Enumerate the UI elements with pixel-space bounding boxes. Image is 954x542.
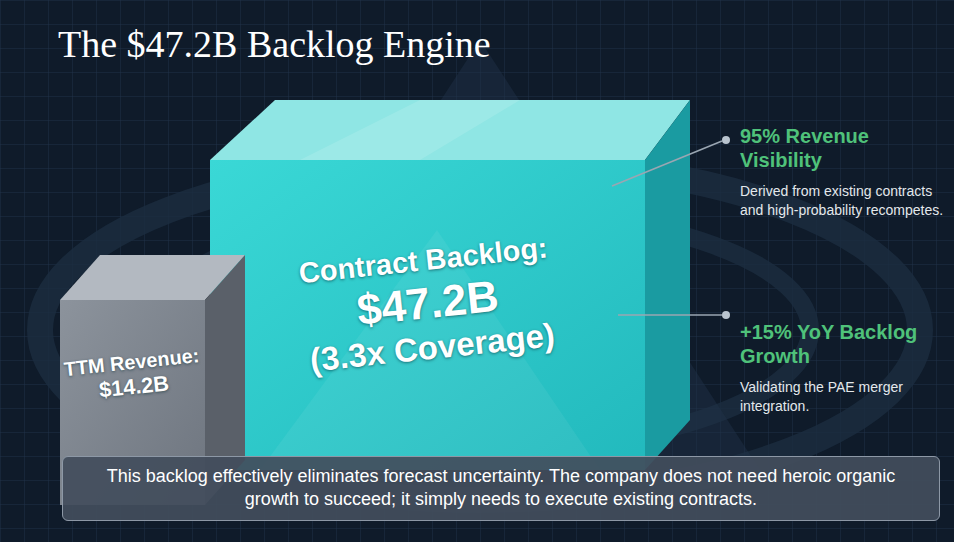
caption-text: This backlog effectively eliminates fore… xyxy=(83,465,919,512)
callout-body: Derived from existing contracts and high… xyxy=(740,182,946,220)
backlog-box: Contract Backlog:$47.2B(3.3x Coverage) xyxy=(210,160,645,450)
callout-group: +15% YoY Backlog GrowthValidating the PA… xyxy=(740,320,946,416)
node-label-group: TTM Revenue:$14.2B xyxy=(62,344,202,407)
callout-heading: +15% YoY Backlog Growth xyxy=(740,320,946,368)
callout-body: Validating the PAE merger integration. xyxy=(740,378,946,416)
caption-panel: This backlog effectively eliminates fore… xyxy=(62,456,940,521)
callout-heading: 95% Revenue Visibility xyxy=(740,124,910,172)
title: The $47.2B Backlog Engine xyxy=(58,22,491,66)
revenue-cube: TTM Revenue:$14.2B xyxy=(60,300,205,450)
callout-group: 95% Revenue VisibilityDerived from exist… xyxy=(740,124,946,220)
node-label-group: Contract Backlog:$47.2B(3.3x Coverage) xyxy=(297,230,558,380)
